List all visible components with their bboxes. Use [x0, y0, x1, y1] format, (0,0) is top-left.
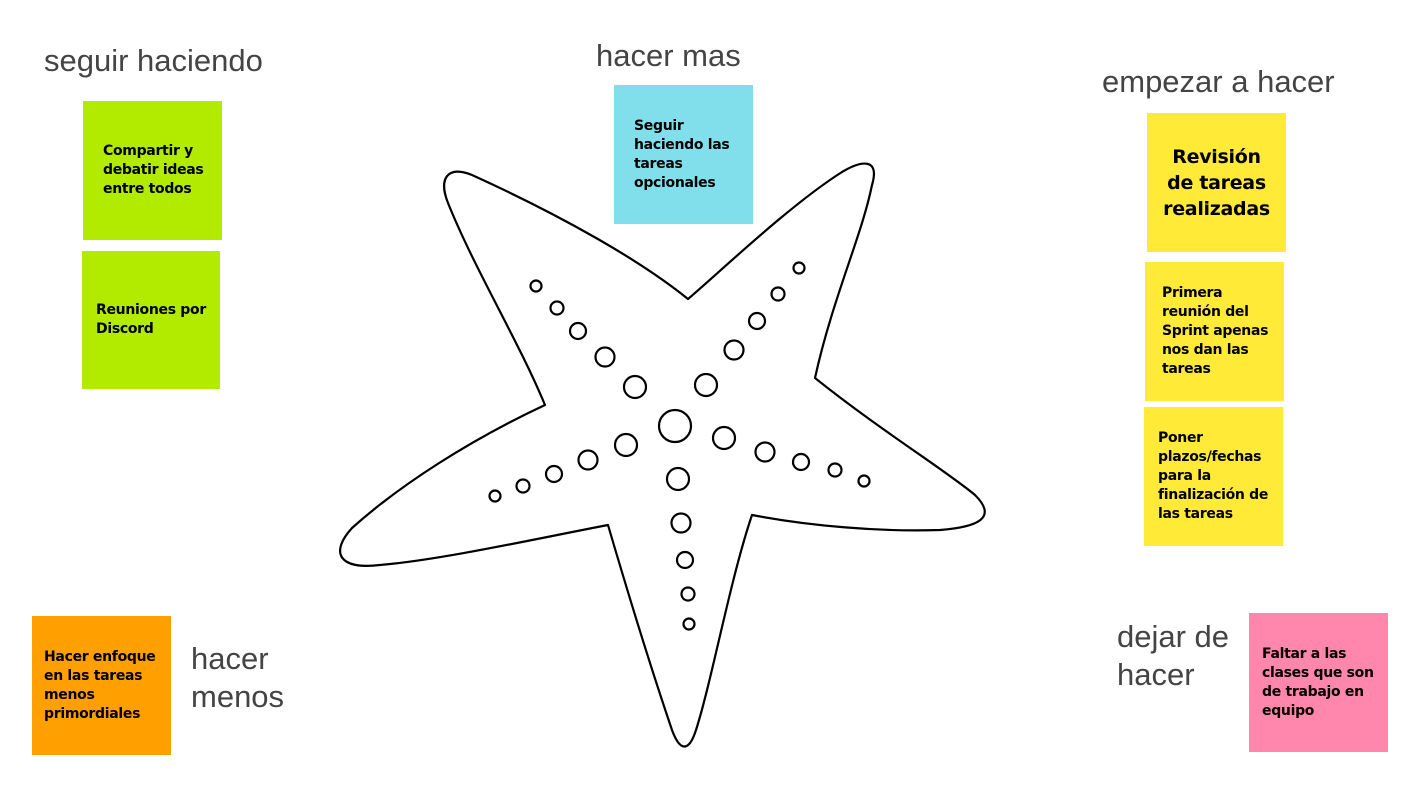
section-title-dejar-de-hacer-line2: hacer — [1117, 657, 1195, 692]
starfish-dot — [754, 441, 776, 463]
starfish-dot — [693, 372, 719, 398]
starfish-dot — [747, 311, 767, 331]
sticky-note-revision: Revisión de tareas realizadas — [1147, 113, 1286, 252]
section-title-hacer-mas: hacer mas — [596, 38, 741, 73]
sticky-note-reuniones: Reuniones por Discord — [82, 251, 220, 389]
section-title-dejar-de-hacer-line1: dejar de — [1117, 619, 1230, 654]
sticky-note-text: Faltar a las clases que son de trabajo e… — [1262, 645, 1374, 719]
sticky-note-text: Poner plazos/fechas para la finalización… — [1158, 430, 1269, 522]
starfish-dot — [857, 474, 871, 488]
sticky-note-compartir: Compartir y debatir ideas entre todos — [83, 101, 222, 240]
starfish-dot — [622, 374, 648, 400]
sticky-note-text: Hacer enfoque en las tareas menos primor… — [44, 648, 156, 722]
starfish-dot — [770, 286, 786, 302]
starfish-dot — [791, 452, 811, 472]
starfish-dot — [827, 462, 843, 478]
starfish-dot — [670, 512, 692, 534]
section-title-empezar-a-hacer: empezar a hacer — [1102, 64, 1335, 99]
starfish-dot — [657, 408, 693, 444]
sticky-note-faltar-clases: Faltar a las clases que son de trabajo e… — [1249, 613, 1388, 752]
starfish-dot — [682, 617, 696, 631]
section-title-hacer-menos-line2: menos — [191, 679, 285, 714]
starfish-dot — [613, 432, 639, 458]
starfish-dot — [529, 279, 543, 293]
starfish-dot — [680, 586, 696, 602]
starfish-dot — [568, 321, 588, 341]
sticky-note-poner-plazos: Poner plazos/fechas para la finalización… — [1144, 407, 1283, 546]
starfish-dot — [711, 425, 737, 451]
sticky-note-text: Reuniones por Discord — [96, 302, 206, 337]
starfish-dot — [723, 339, 745, 361]
starfish-dot — [488, 489, 502, 503]
starfish-dot — [577, 449, 599, 471]
starfish-outline — [339, 162, 986, 748]
sticky-note-primera-reunion: Primera reunión del Sprint apenas nos da… — [1145, 262, 1284, 401]
starfish-dot — [549, 300, 565, 316]
sticky-note-text: Revisión de tareas realizadas — [1163, 145, 1270, 220]
sticky-note-text: Primera reunión del Sprint apenas nos da… — [1162, 285, 1269, 377]
section-title-hacer-menos-line1: hacer — [191, 641, 269, 676]
starfish-dot — [594, 346, 616, 368]
sticky-note-hacer-enfoque: Hacer enfoque en las tareas menos primor… — [32, 616, 171, 755]
section-title-seguir-haciendo: seguir haciendo — [44, 43, 263, 78]
starfish-dot — [675, 550, 695, 570]
starfish-dot — [792, 261, 806, 275]
starfish-dot — [665, 466, 691, 492]
sticky-note-text: Seguir haciendo las tareas opcionales — [634, 117, 730, 191]
sticky-note-seguir-haciendo-tareas: Seguir haciendo las tareas opcionales — [614, 85, 753, 224]
sticky-note-text: Compartir y debatir ideas entre todos — [103, 143, 204, 197]
starfish-dot — [544, 464, 564, 484]
starfish-dot — [515, 478, 531, 494]
